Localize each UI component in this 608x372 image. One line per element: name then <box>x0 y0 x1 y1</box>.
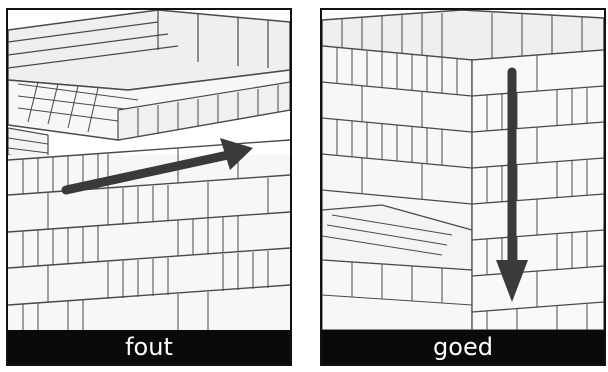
brick-right-face <box>472 50 604 330</box>
brick-stack-illustration-correct <box>322 10 604 330</box>
caption-wrong: fout <box>8 330 290 364</box>
panel-correct-stacking: goed <box>320 8 606 366</box>
brick-stack-illustration-wrong <box>8 10 290 330</box>
caption-correct: goed <box>322 330 604 364</box>
panel-wrong-stacking: fout <box>6 8 292 366</box>
brick-lower-slab <box>322 205 472 330</box>
